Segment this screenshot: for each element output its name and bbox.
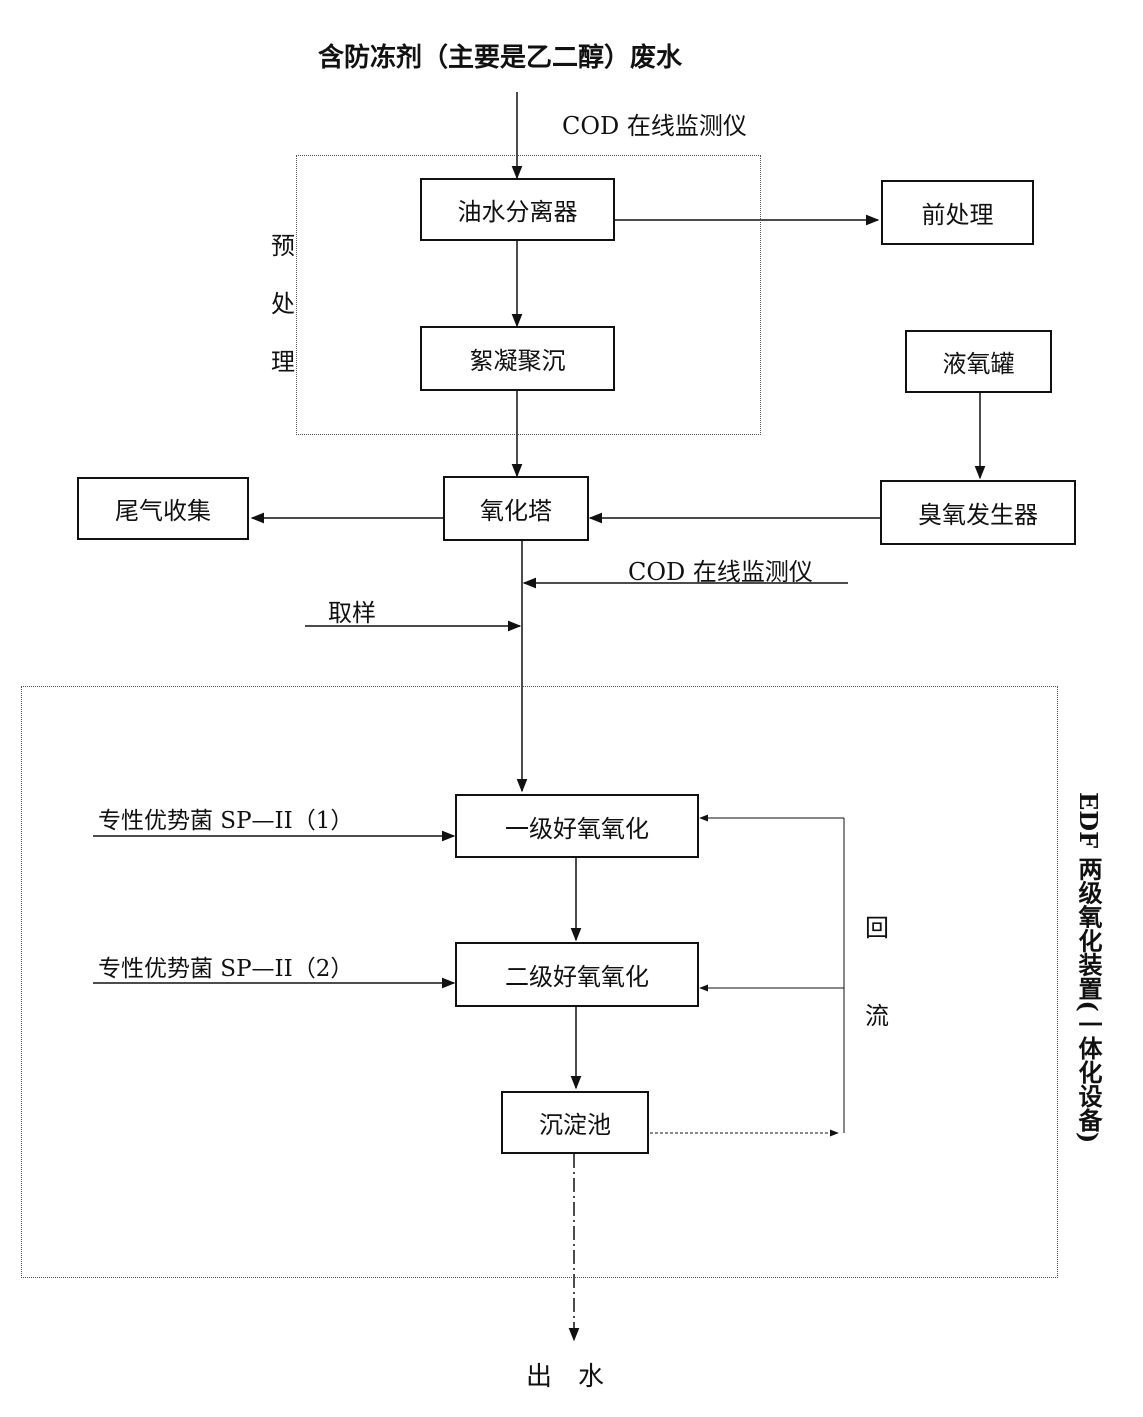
pretreat-char-2: 处	[271, 290, 295, 318]
tail-gas-collection-box: 尾气收集	[77, 477, 249, 540]
pretreatment-region	[296, 155, 761, 435]
aerobic-oxidation-1-box: 一级好氧氧化	[455, 794, 699, 858]
pretreat-char-3: 理	[271, 348, 295, 376]
pretreat-char-1: 预	[271, 232, 295, 260]
aerobic-oxidation-2-box: 二级好氧氧化	[455, 942, 699, 1007]
oxidation-tower-box: 氧化塔	[443, 476, 589, 541]
cod-monitor-label-1: COD 在线监测仪	[562, 112, 747, 140]
reflux-char-1: 回	[865, 914, 889, 942]
pretreatment-box: 前处理	[881, 180, 1034, 245]
cod-monitor-label-2: COD 在线监测仪	[628, 558, 813, 586]
diagram-title: 含防冻剂（主要是乙二醇）废水	[318, 43, 683, 73]
ozone-generator-box: 臭氧发生器	[880, 480, 1076, 545]
bacteria-label-1: 专性优势菌 SP—II（1）	[98, 808, 354, 834]
liquid-oxygen-tank-box: 液氧罐	[905, 330, 1052, 393]
oil-water-separator-box: 油水分离器	[420, 178, 615, 241]
outlet-label: 出 水	[526, 1362, 605, 1392]
edf-two-stage-region	[21, 686, 1058, 1278]
bacteria-label-2: 专性优势菌 SP—II（2）	[98, 956, 354, 982]
reflux-char-2: 流	[865, 1002, 889, 1030]
sedimentation-tank-box: 沉淀池	[501, 1091, 649, 1154]
sampling-label: 取样	[328, 599, 376, 627]
edf-region-label: EDF 两级氧化装置(一体化设备)	[1074, 792, 1103, 1144]
flocculation-box: 絮凝聚沉	[420, 326, 615, 391]
